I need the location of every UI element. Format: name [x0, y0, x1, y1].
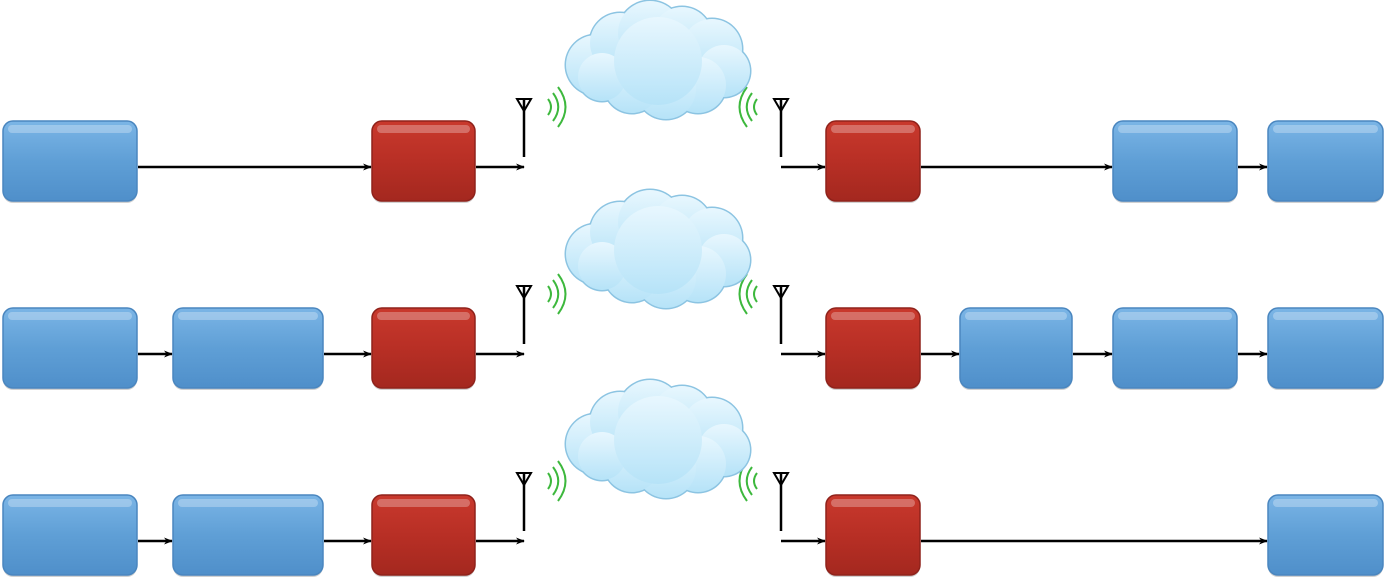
row3-rx-red-block-1	[825, 494, 921, 577]
row3-rx-block-2-body	[1267, 494, 1384, 576]
row2-tx-block-2	[172, 307, 324, 390]
signal-wave	[738, 86, 748, 128]
row2-rx-block-3-highlight	[1118, 312, 1232, 320]
row2-rx-red-block-1	[825, 307, 921, 390]
row2-rx-antenna	[772, 285, 790, 344]
cloud-icon	[578, 432, 626, 480]
row2-rx-red-block-1-body	[825, 307, 921, 389]
signal-wave	[552, 466, 560, 496]
row2-tx-block-2-highlight	[178, 312, 318, 320]
row3-tx-red-block-3	[371, 494, 476, 577]
row1-tx-red-block-2-body	[371, 120, 476, 202]
signal-wave	[745, 466, 753, 496]
radio-layer	[515, 0, 790, 531]
row1-rx-block-3-highlight	[1273, 125, 1378, 133]
row3-cloud-icon	[564, 378, 752, 500]
signal-wave	[753, 285, 758, 303]
row2-tx-antenna	[515, 285, 533, 344]
cloud-icon	[614, 17, 702, 105]
row1-rx-signal-waves-icon	[738, 86, 758, 128]
row1-rx-block-2	[1112, 120, 1238, 203]
signal-wave	[557, 86, 567, 128]
row1-rx-block-3-body	[1267, 120, 1384, 202]
cloud-icon	[614, 396, 702, 484]
row2-tx-block-1	[2, 307, 138, 390]
row3-tx-block-2-body	[172, 494, 324, 576]
row3-tx-block-2	[172, 494, 324, 577]
row2-tx-red-block-3-highlight	[377, 312, 470, 320]
signal-wave	[547, 472, 552, 490]
signal-wave	[753, 472, 758, 490]
row3-rx-red-block-1-highlight	[831, 499, 915, 507]
row1-tx-block-1	[2, 120, 138, 203]
row3-tx-red-block-3-body	[371, 494, 476, 576]
row1-rx-antenna	[772, 98, 790, 157]
row2-rx-block-2-body	[959, 307, 1073, 389]
row2-tx-red-block-3	[371, 307, 476, 390]
row2-rx-block-4-body	[1267, 307, 1384, 389]
row3-tx-red-block-3-highlight	[377, 499, 470, 507]
row1-rx-red-block-1-body	[825, 120, 921, 202]
row1-tx-signal-waves-icon	[547, 86, 567, 128]
row3-tx-block-1	[2, 494, 138, 577]
row3-rx-red-block-1-body	[825, 494, 921, 576]
cloud-icon	[614, 206, 702, 294]
row1-rx-block-3	[1267, 120, 1384, 203]
cloud-icon	[578, 53, 626, 101]
signal-wave	[547, 98, 552, 116]
row2-tx-block-1-highlight	[8, 312, 132, 320]
signal-wave	[552, 279, 560, 309]
row2-cloud-icon	[564, 188, 752, 310]
row1-rx-red-block-1-highlight	[831, 125, 915, 133]
row3-tx-antenna	[515, 472, 533, 531]
row2-rx-red-block-1-highlight	[831, 312, 915, 320]
row3-tx-signal-waves-icon	[547, 460, 567, 502]
signal-wave	[557, 460, 567, 502]
signal-wave	[745, 92, 753, 122]
row2-rx-block-2-highlight	[965, 312, 1067, 320]
row3-rx-block-2-highlight	[1273, 499, 1378, 507]
row1-rx-red-block-1	[825, 120, 921, 203]
connector-layer	[138, 163, 1268, 545]
row1-tx-red-block-2	[371, 120, 476, 203]
row1-rx-block-2-body	[1112, 120, 1238, 202]
row2-tx-red-block-3-body	[371, 307, 476, 389]
row1-cloud-icon	[564, 0, 752, 121]
signal-wave	[547, 285, 552, 303]
row3-tx-block-1-highlight	[8, 499, 132, 507]
row3-rx-antenna	[772, 472, 790, 531]
row2-rx-block-3-body	[1112, 307, 1238, 389]
row1-tx-block-1-highlight	[8, 125, 132, 133]
signal-wave	[753, 98, 758, 116]
row2-rx-block-3	[1112, 307, 1238, 390]
row2-rx-block-4	[1267, 307, 1384, 390]
row3-rx-block-2	[1267, 494, 1384, 577]
row2-rx-block-2	[959, 307, 1073, 390]
row2-tx-signal-waves-icon	[547, 273, 567, 315]
row1-tx-block-1-body	[2, 120, 138, 202]
row1-tx-antenna	[515, 98, 533, 157]
row3-tx-block-1-body	[2, 494, 138, 576]
row3-tx-block-2-highlight	[178, 499, 318, 507]
signal-wave	[745, 279, 753, 309]
row2-tx-block-2-body	[172, 307, 324, 389]
signal-wave	[552, 92, 560, 122]
row2-rx-block-4-highlight	[1273, 312, 1378, 320]
row2-tx-block-1-body	[2, 307, 138, 389]
block-layer	[2, 120, 1384, 577]
signal-wave	[557, 273, 567, 315]
row1-rx-block-2-highlight	[1118, 125, 1232, 133]
cloud-icon	[578, 242, 626, 290]
row1-tx-red-block-2-highlight	[377, 125, 470, 133]
